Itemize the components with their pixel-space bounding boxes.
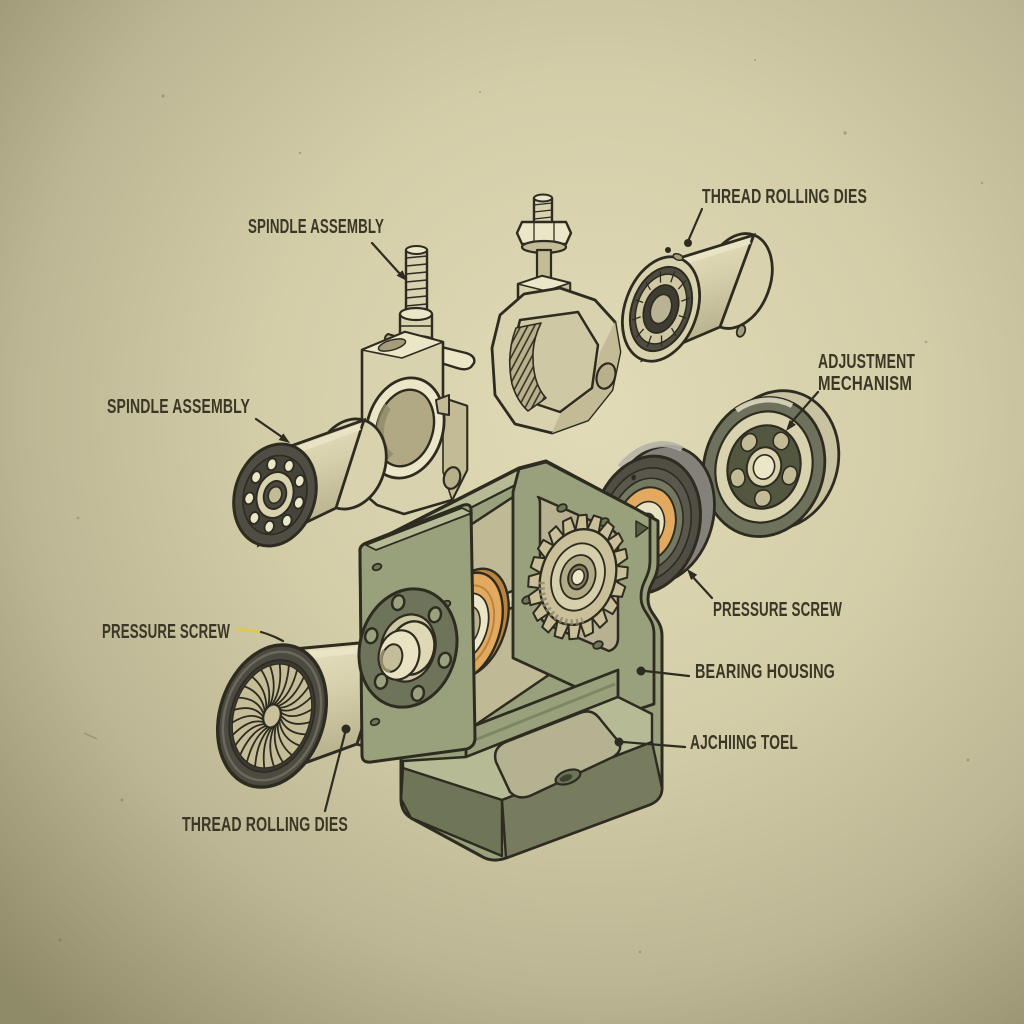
dot-adjusting-tool [614, 737, 624, 747]
leader-spindle-left [254, 417, 284, 439]
label-pressure-screw-left: PRESSURE SCREW [102, 621, 230, 643]
label-adjustment-mechanism-line1: ADJUSTMENT [818, 351, 915, 373]
left-spindle-bearing [221, 417, 388, 556]
label-pressure-screw-right: PRESSURE SCREW [713, 599, 842, 621]
label-spindle-assembly-top: SPINDLE ASSEMBLY [248, 216, 384, 238]
label-bearing-housing: BEARING HOUSING [695, 661, 835, 683]
label-thread-rolling-dies-bottom: THREAD ROLLING DIES [182, 814, 348, 836]
label-adjusting-tool: AJCHIING TOEL [690, 732, 798, 754]
leader-dies-bottom [323, 731, 347, 813]
leader-lines [235, 207, 820, 813]
dot-dies-top [684, 239, 692, 247]
dot-dies-bottom [341, 724, 351, 734]
drive-gear [526, 513, 630, 641]
label-thread-rolling-dies-top: THREAD ROLLING DIES [702, 186, 867, 208]
spindle-clamp-assembly [360, 245, 476, 516]
leader-pressure-left [259, 630, 285, 643]
label-spindle-assembly-left: SPINDLE ASSEMBLY [107, 396, 250, 418]
arrowhead-adjustment [786, 419, 796, 431]
leader-bearing-housing [643, 669, 691, 678]
leader-pressure-right [689, 573, 714, 600]
arrowhead-spindle-top [396, 270, 407, 281]
arrowhead-pressure-right [687, 569, 698, 580]
front-flange-bearing [357, 587, 459, 709]
callout-labels: SPINDLE ASSEMBLY THREAD ROLLING DIES SPI… [102, 186, 915, 836]
dot-bearing-housing [636, 666, 646, 676]
arrowhead-spindle-left [278, 433, 290, 443]
bearing-housing-frame [357, 459, 664, 862]
adjustment-mechanism-wheel [687, 389, 841, 551]
thread-rolling-die-bearing [609, 232, 774, 372]
leader-pressure-left-highlight [235, 627, 263, 634]
paper-speckles [58, 58, 984, 954]
leader-adjusting-tool [621, 740, 687, 749]
leader-dies-top [687, 207, 704, 241]
die-collar-clamp [490, 193, 622, 435]
leader-adjustment [788, 390, 820, 426]
label-adjustment-mechanism-line2: MECHANISM [818, 373, 912, 395]
leader-spindle-top [370, 241, 402, 276]
